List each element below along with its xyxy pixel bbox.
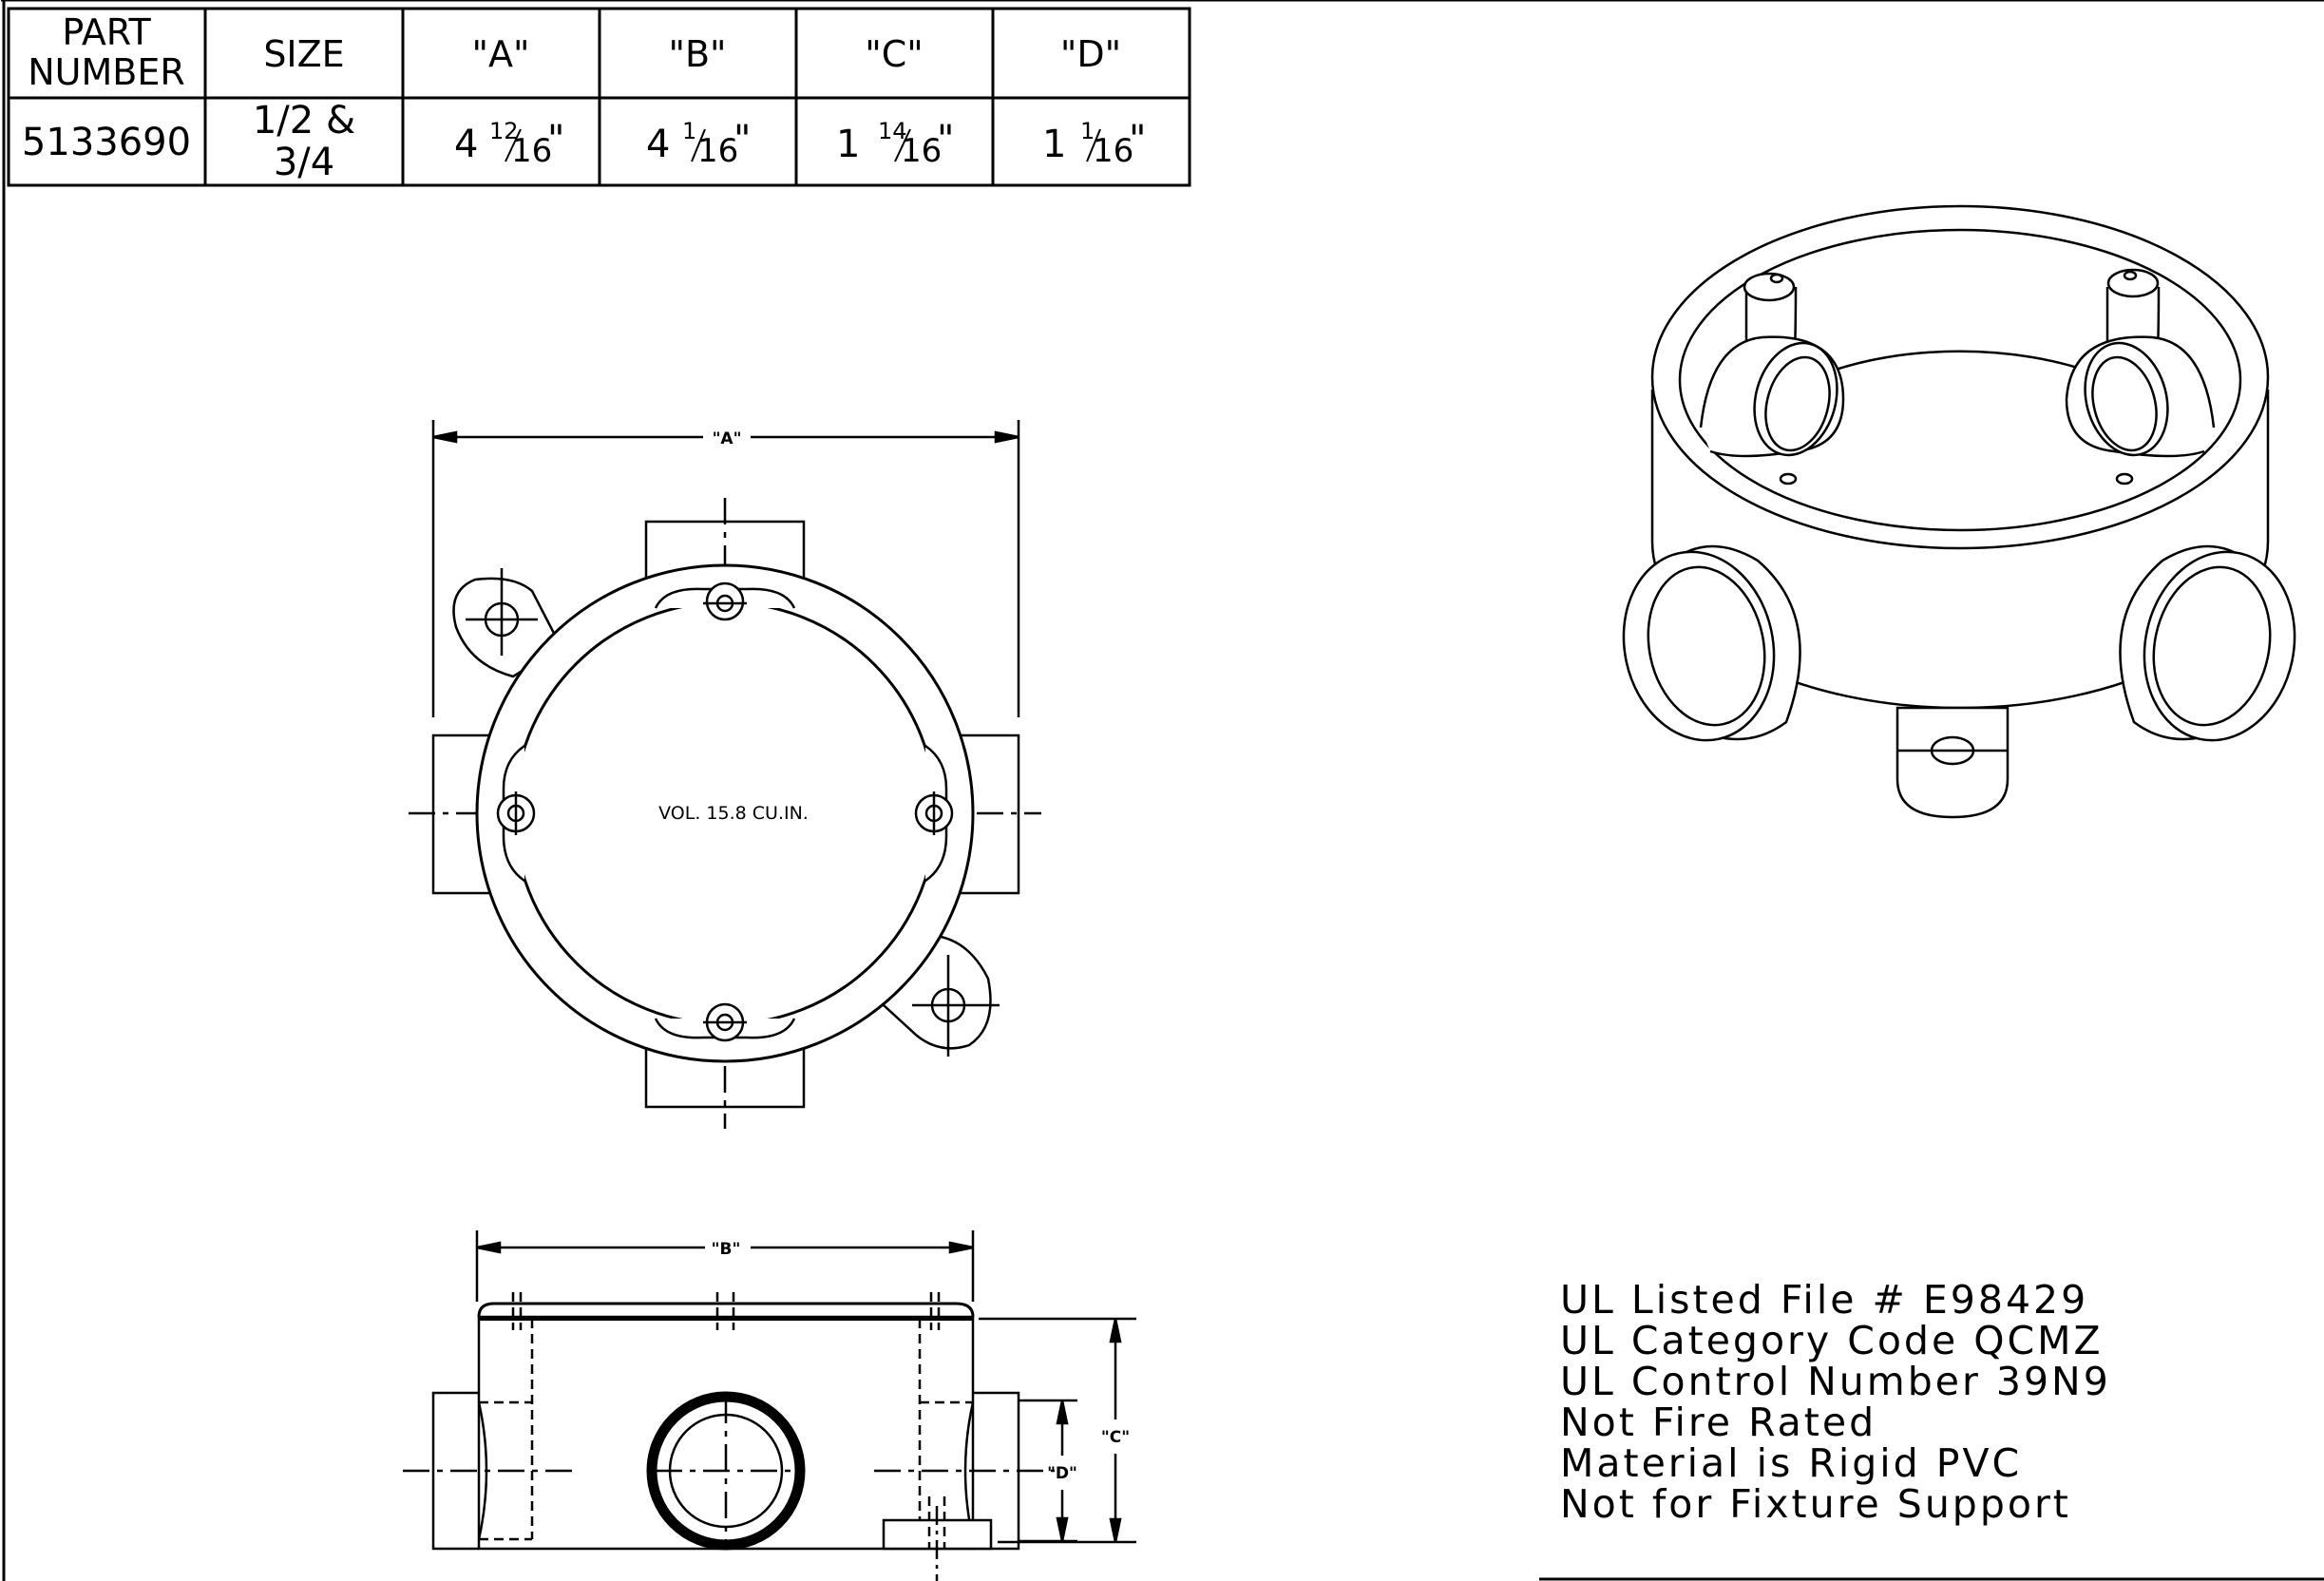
cell-size-line1: 1/2 & — [253, 99, 355, 143]
side-hidden-lines — [511, 1292, 941, 1539]
cell-d-inch: " — [1129, 118, 1146, 162]
cell-d-value: 1 1 16 " — [1042, 118, 1146, 170]
note-line-2: UL Category Code QCMZ — [1560, 1318, 2104, 1363]
cell-size-line2: 3/4 — [274, 141, 334, 184]
dim-b-label: "B" — [712, 1240, 741, 1259]
iso-rim-inner — [1678, 228, 2242, 532]
volume-label: VOL. 15.8 CU.IN. — [658, 803, 809, 824]
cell-b-value: 4 1 16 " — [646, 118, 751, 170]
cell-b-whole: 4 — [646, 123, 670, 166]
cell-b-den: 16 — [697, 132, 738, 170]
dim-c-label: "C" — [1101, 1428, 1130, 1447]
cell-a-num: 12 — [489, 118, 519, 144]
cell-a-whole: 4 — [454, 123, 478, 166]
side-ear-tab — [882, 1496, 993, 1581]
dim-a-label: "A" — [713, 429, 742, 448]
front-conduit-opening — [646, 1391, 806, 1551]
note-line-3: UL Control Number 39N9 — [1560, 1359, 2111, 1404]
spec-table: PART NUMBER SIZE "A" "B" "C" "D" 5133690… — [7, 7, 1191, 187]
iso-hub-left — [1622, 544, 1801, 742]
ul-notes: UL Listed File # E98429 UL Category Code… — [1560, 1277, 2111, 1527]
side-hub-left — [403, 1391, 574, 1551]
top-view — [409, 420, 1041, 1129]
header-a: "A" — [472, 33, 530, 75]
cell-c-num: 14 — [878, 118, 907, 144]
iso-front-ear — [1895, 706, 2010, 819]
header-c: "C" — [865, 33, 924, 75]
note-line-4: Not Fire Rated — [1560, 1400, 1876, 1445]
iso-inner-boss-right — [2065, 268, 2216, 458]
dimension-d — [1019, 1399, 1077, 1543]
screw-boss-left — [496, 744, 536, 883]
dimension-b — [475, 1230, 975, 1302]
header-size: SIZE — [263, 33, 344, 75]
note-line-6: Not for Fixture Support — [1560, 1481, 2071, 1527]
iso-inner-boss-left — [1699, 272, 1845, 458]
note-line-5: Material is Rigid PVC — [1560, 1440, 2022, 1486]
cell-a-den: 16 — [511, 132, 552, 170]
box-outer-ring — [475, 563, 975, 1063]
cell-d-num: 1 — [1080, 118, 1095, 144]
side-lid — [477, 1302, 975, 1318]
iso-screw-hole-front-right — [2115, 472, 2134, 486]
screw-boss-bottom — [654, 1002, 796, 1042]
mounting-ear-lower-right — [882, 934, 1000, 1057]
cell-a-inch: " — [547, 118, 564, 162]
cell-c-whole: 1 — [836, 123, 860, 166]
note-line-1: UL Listed File # E98429 — [1560, 1277, 2088, 1323]
screw-boss-right — [914, 744, 954, 883]
dimension-a — [431, 420, 1020, 717]
cell-d-whole: 1 — [1042, 123, 1066, 166]
cell-b-num: 1 — [682, 118, 696, 144]
iso-screw-hole-front-left — [1779, 472, 1798, 486]
header-part-number-line1: PART — [62, 11, 151, 53]
header-d: "D" — [1060, 33, 1121, 75]
side-view — [403, 1230, 1136, 1581]
cell-c-value: 1 14 16 " — [836, 118, 954, 170]
cell-b-inch: " — [733, 118, 751, 162]
dim-d-label: "D" — [1047, 1464, 1077, 1483]
cell-part-number: 5133690 — [22, 121, 191, 164]
cell-c-den: 16 — [901, 132, 942, 170]
iso-hub-right — [2119, 544, 2296, 742]
cell-d-den: 16 — [1093, 132, 1133, 170]
header-part-number-line2: NUMBER — [28, 51, 185, 93]
screw-boss-top — [654, 581, 796, 621]
cell-c-inch: " — [937, 118, 954, 162]
isometric-view — [1622, 204, 2296, 819]
header-b: "B" — [668, 33, 726, 75]
cell-a-value: 4 12 16 " — [454, 118, 564, 170]
mounting-ear-upper-left — [452, 568, 562, 678]
